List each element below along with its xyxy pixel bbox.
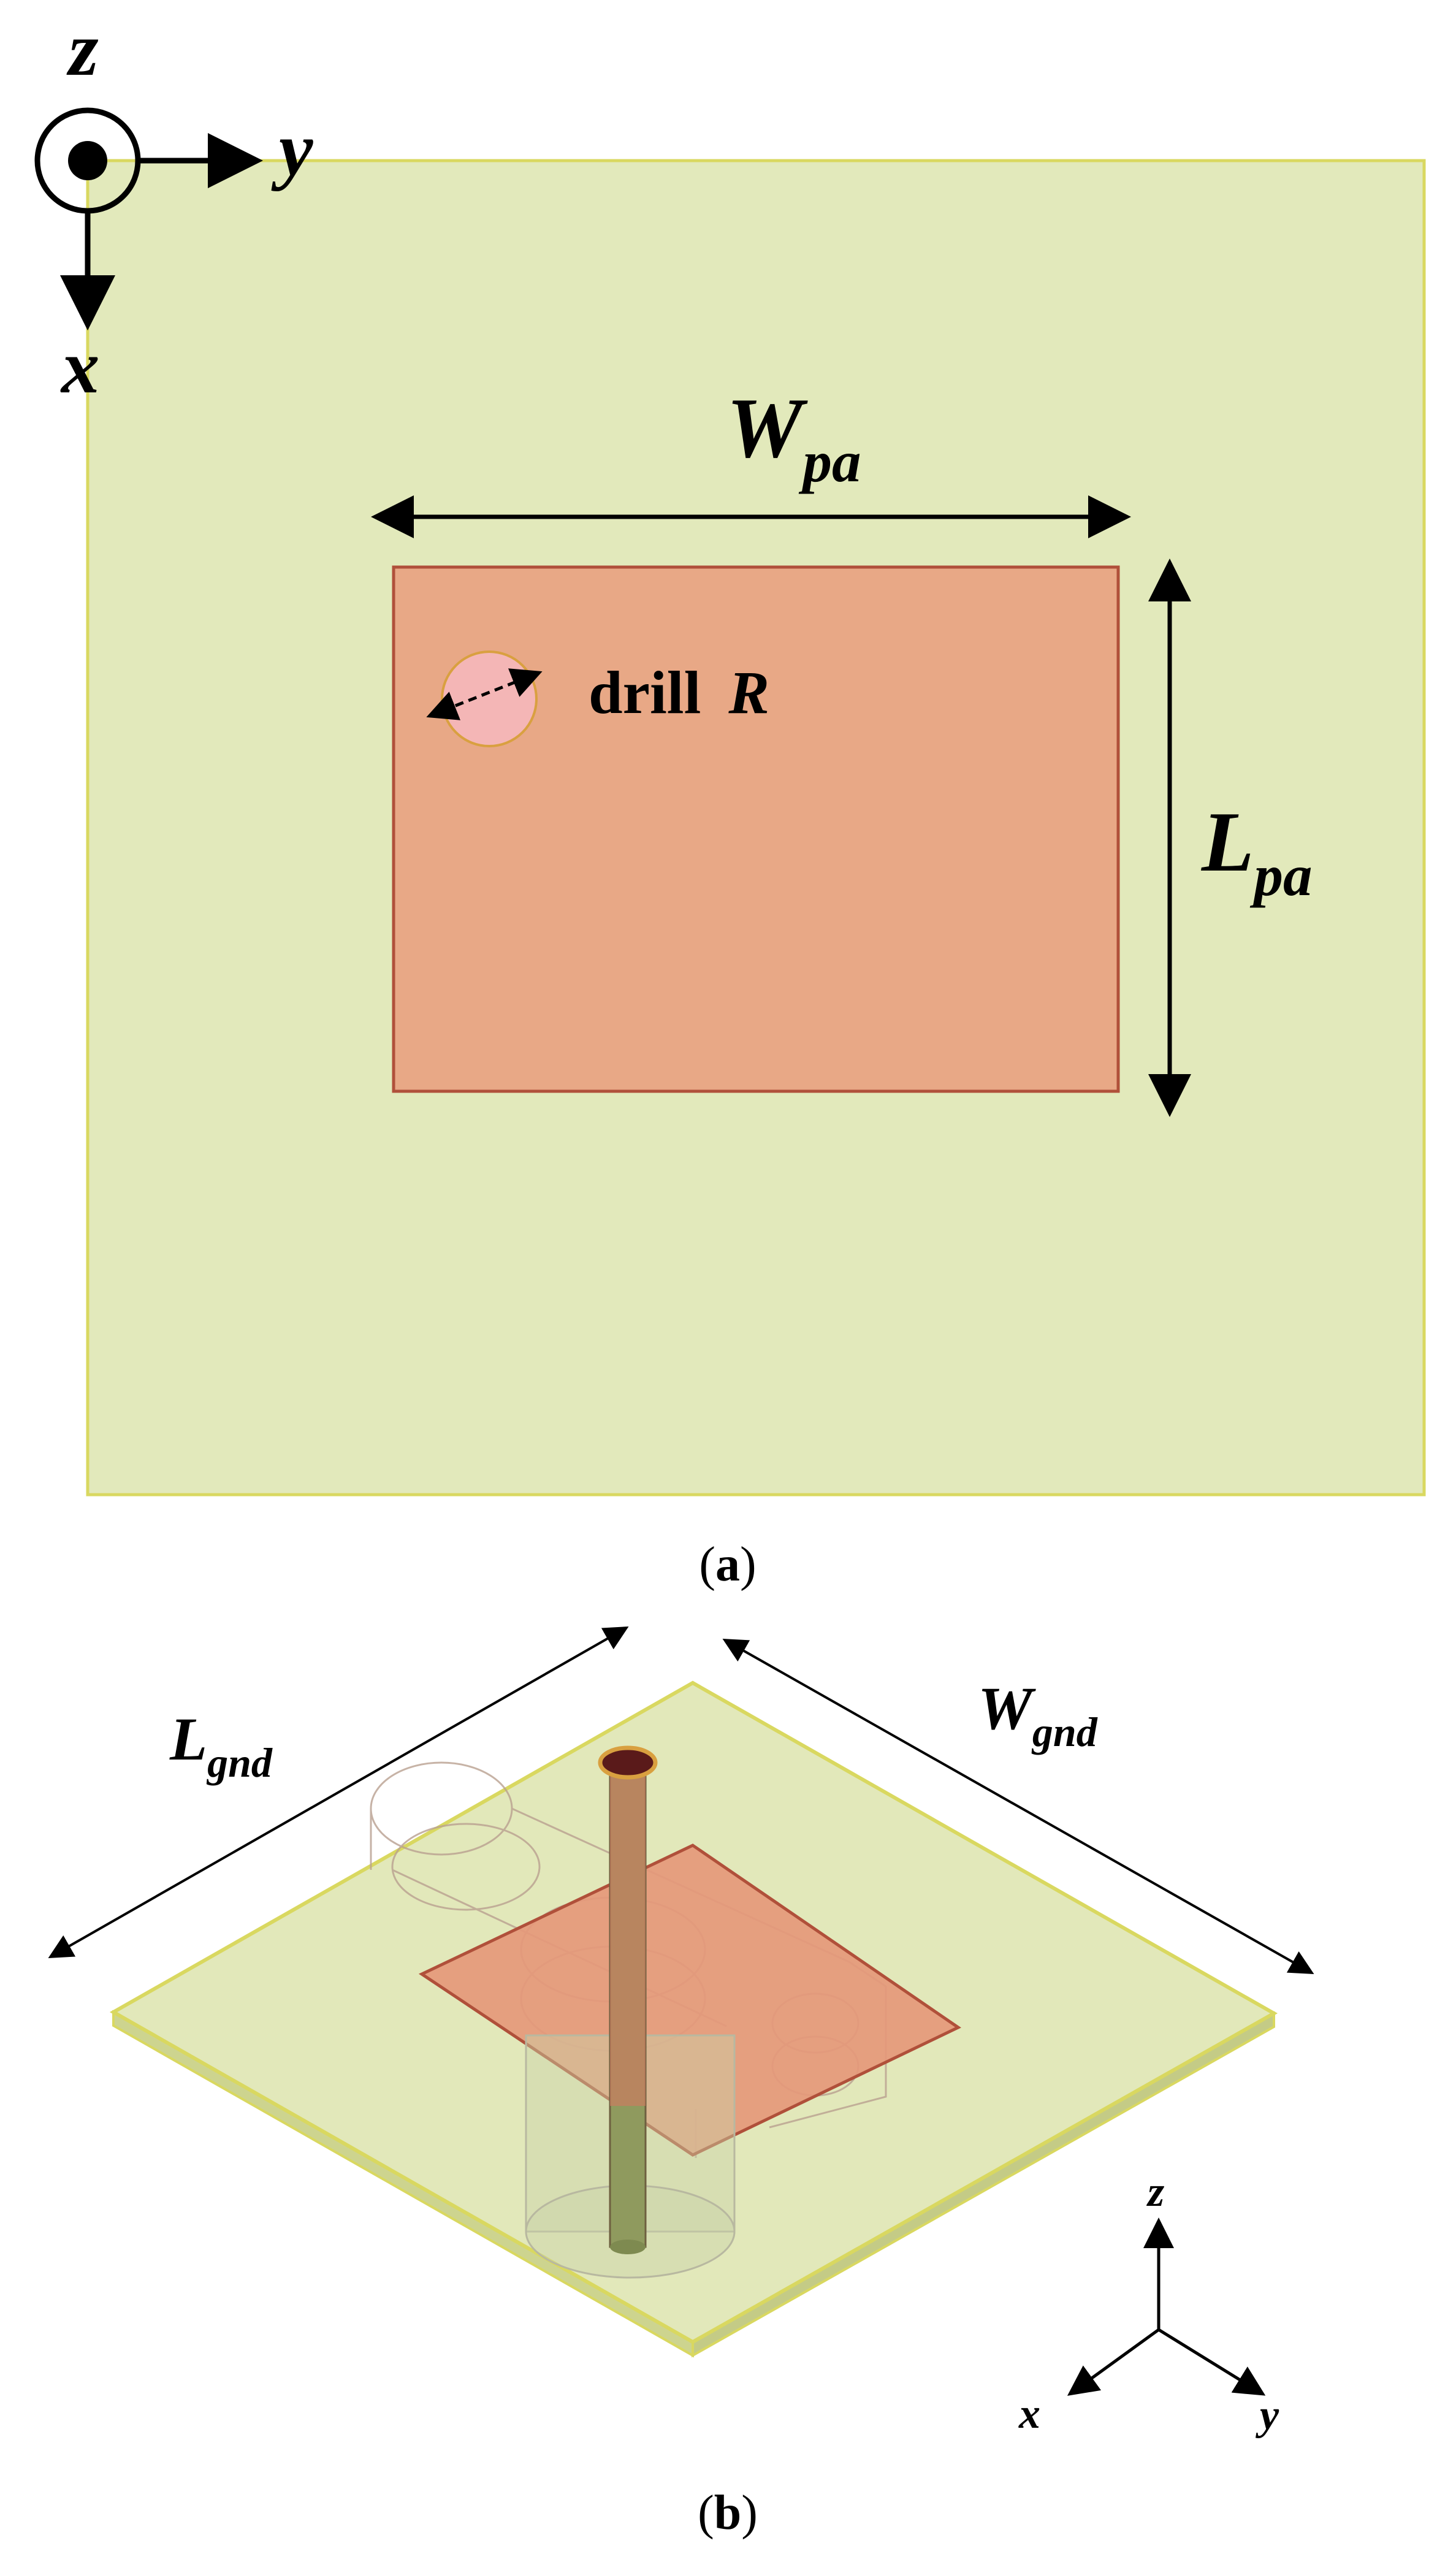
ground-length-label: Lgnd	[169, 1705, 273, 1786]
axis-x-label: x	[60, 325, 100, 410]
drill-diameter-arrow	[426, 668, 543, 720]
iso-axis-x-label: x	[1018, 2390, 1040, 2438]
figure-b: Lgnd Wgnd z x y (b)	[48, 1626, 1314, 2540]
axis-z-label: z	[66, 7, 99, 92]
ground-width-arrow	[722, 1639, 1314, 1974]
iso-axis-y-label: y	[1256, 2392, 1279, 2439]
iso-x-axis-arrow	[1067, 2328, 1160, 2396]
ground-length-arrow	[48, 1626, 629, 1958]
figure-a: drill R Wpa Lpa z y x (a)	[34, 7, 1426, 1592]
length-dimension-label: Lpa	[1200, 795, 1313, 908]
caption-b: (b)	[698, 2486, 758, 2540]
iso-axis-z-label: z	[1146, 2168, 1164, 2216]
drill-hole	[441, 650, 538, 747]
axes-iso: z x y	[1018, 2168, 1279, 2439]
probe-top-icon	[598, 1745, 658, 1780]
ground-width-label: Wgnd	[978, 1674, 1098, 1755]
iso-y-axis-arrow	[1157, 2328, 1266, 2396]
axes-top-view: z y x	[34, 7, 313, 410]
caption-a: (a)	[699, 1538, 756, 1592]
width-dimension-label: Wpa	[726, 381, 861, 494]
patch-top-view	[392, 565, 1120, 1093]
drill-label: drill R	[589, 658, 769, 726]
